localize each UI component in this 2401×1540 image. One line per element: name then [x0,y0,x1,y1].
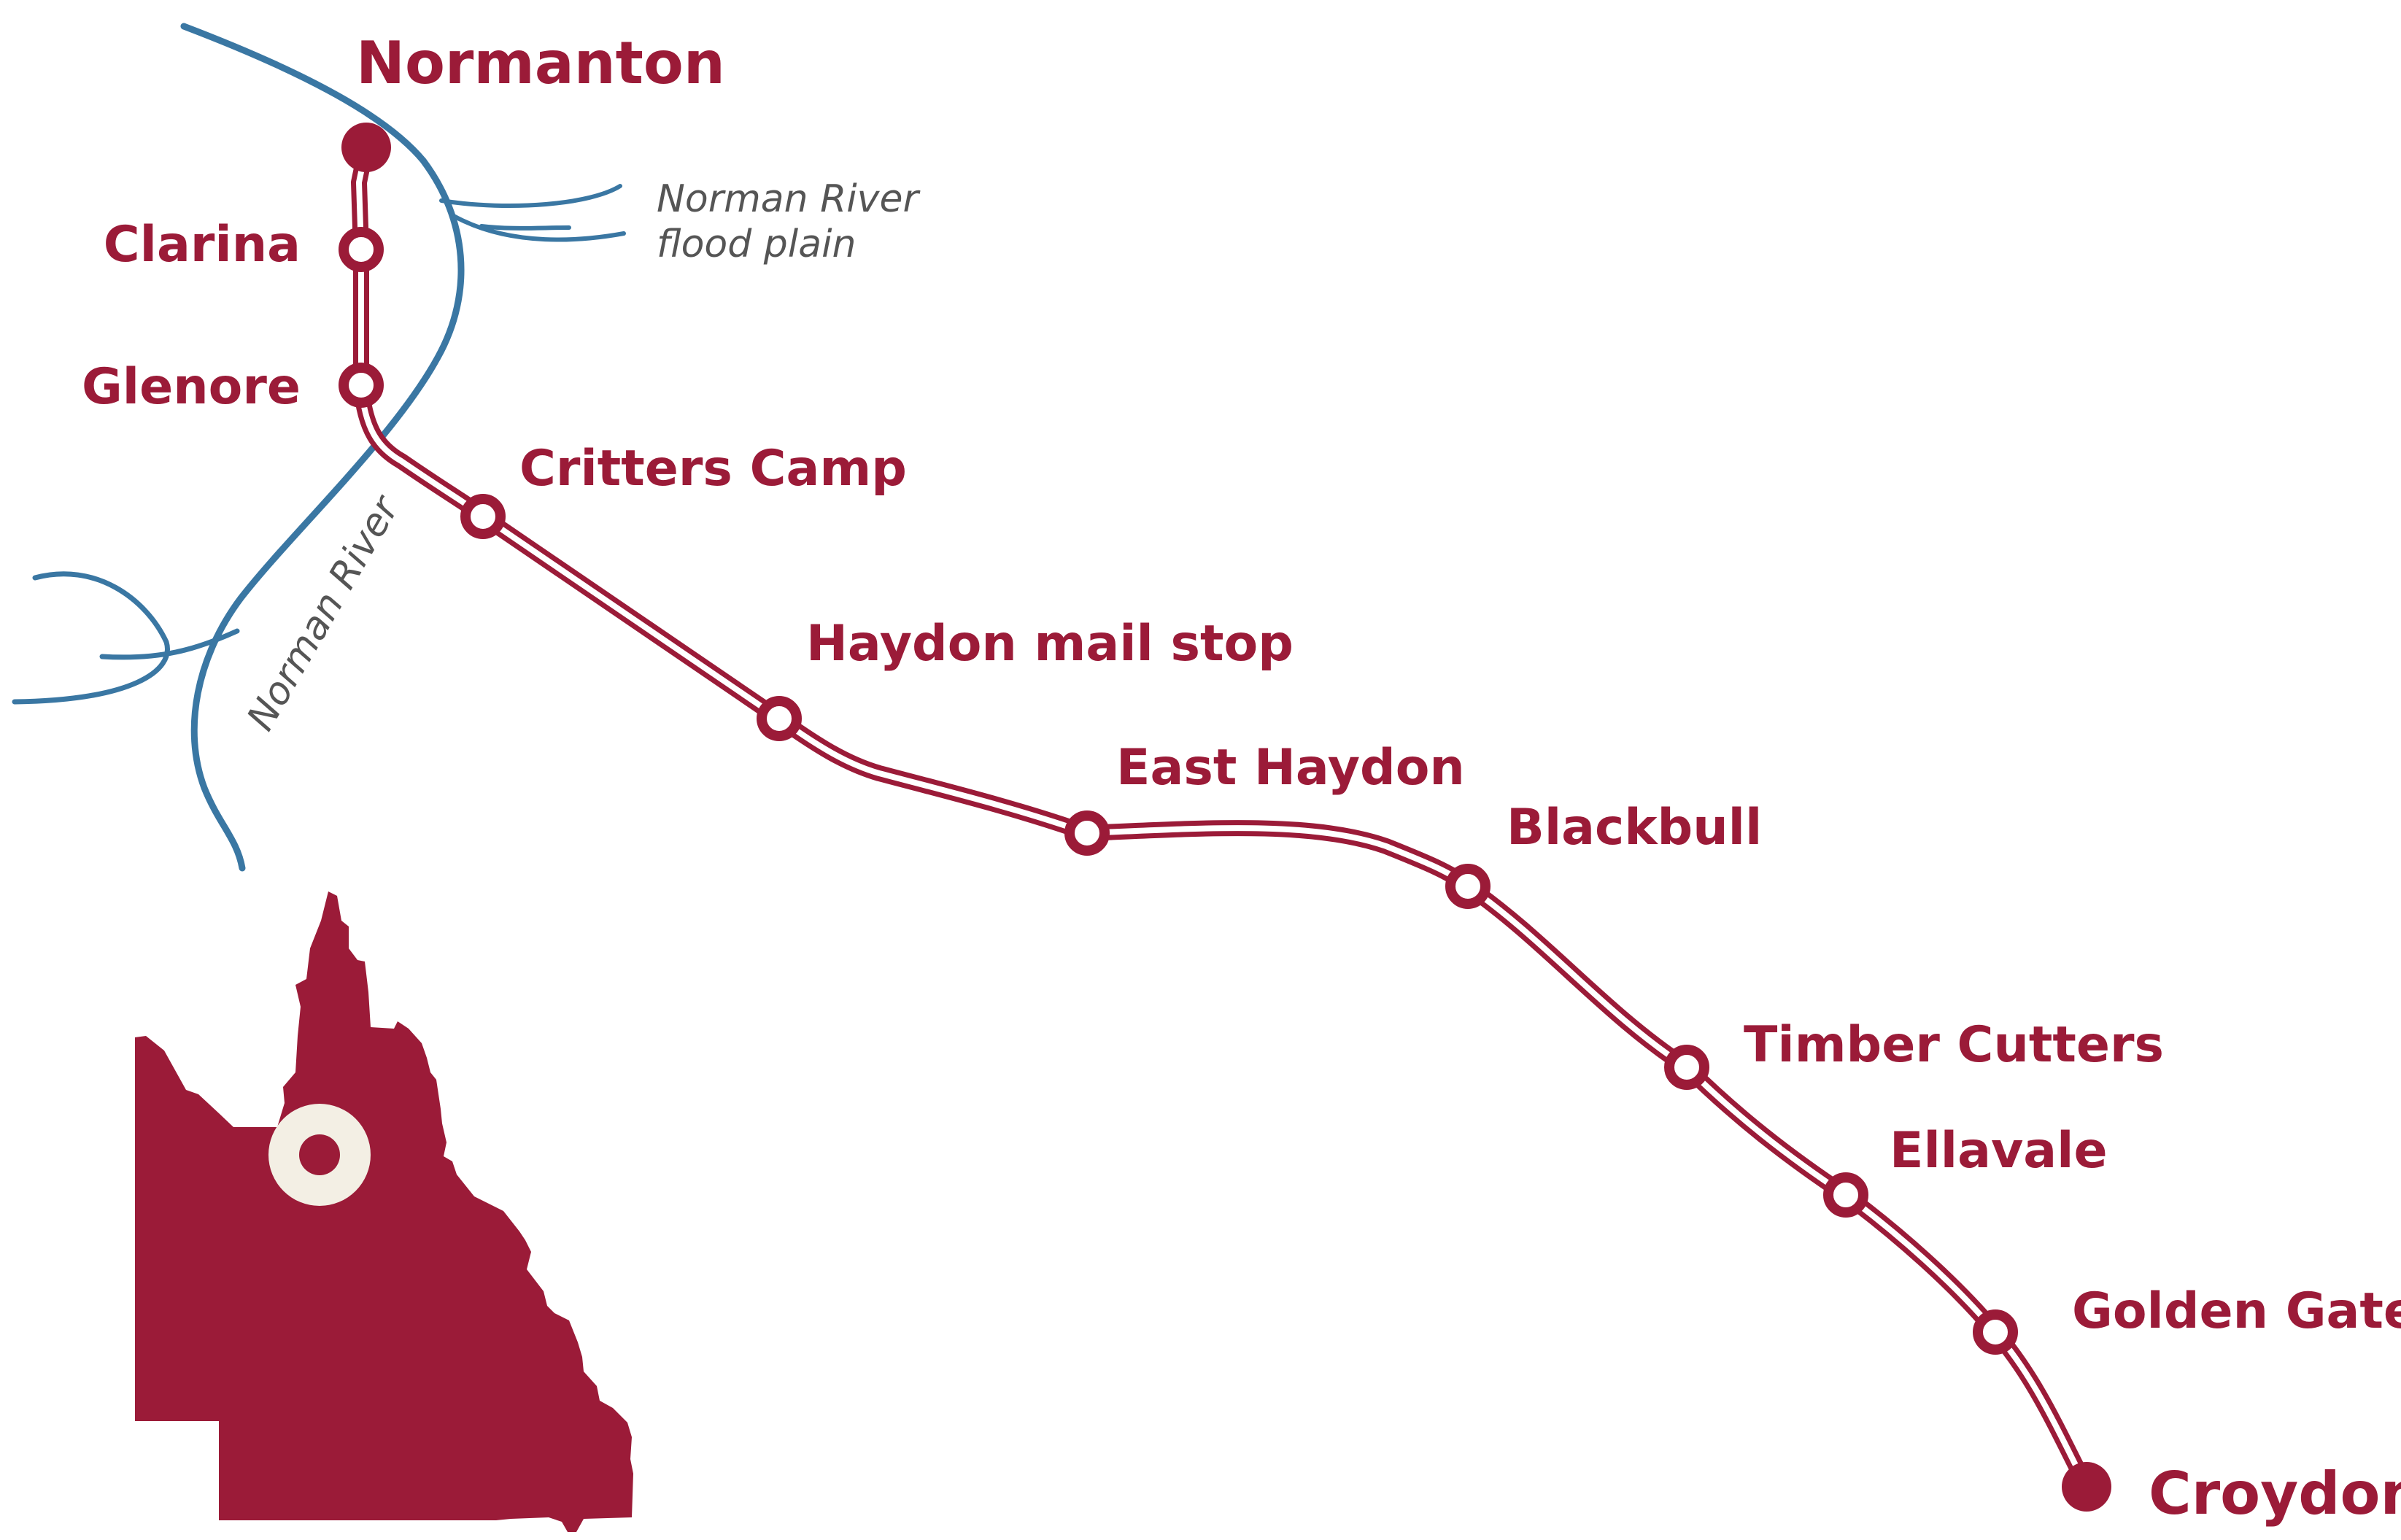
station-label-clarina: Clarina [104,216,301,274]
railway-track-outer [351,139,2095,1495]
station-marker-croydon [2062,1462,2111,1512]
station-label-east-haydon: East Haydon [1116,739,1465,797]
station-marker-haydon-mail-stop [757,696,802,741]
flood-plain-channel-lower [450,213,626,242]
station-label-normanton: Normanton [356,29,725,97]
station-marker-clarina [339,227,384,272]
queensland-outline-icon [135,891,633,1532]
station-marker-ellavale [1823,1172,1868,1218]
railway-track-inner [356,144,2089,1490]
station-marker-east-haydon [1064,810,1110,856]
western-tributary-loop [12,571,240,705]
queensland-inset-map [135,891,633,1532]
norman-river-main-channel [180,23,465,872]
river-label-flood-plain-line2: flood plain [657,223,856,266]
station-label-croydon: Croydon [2149,1460,2401,1528]
river-label-norman-river: Norman River [239,487,409,738]
station-marker-blackbull [1445,864,1491,909]
station-marker-golden-gate [1973,1309,2018,1355]
station-marker-critters-camp [460,494,506,539]
station-marker-normanton [341,123,391,172]
station-label-haydon-mail-stop: Haydon mail stop [806,615,1294,673]
station-markers [339,123,2111,1512]
flood-plain-channel-upper [439,184,622,209]
station-label-glenore: Glenore [82,358,301,416]
station-label-ellavale: Ellavale [1890,1122,2108,1180]
station-marker-glenore [339,363,384,408]
flood-plain-channel-middle [479,224,571,231]
station-labels: Normanton Clarina Glenore Critters Camp … [82,29,2401,1528]
station-label-critters-camp: Critters Camp [519,440,907,498]
station-label-timber-cutters: Timber Cutters [1744,1016,2164,1074]
station-label-golden-gate: Golden Gate [2072,1282,2401,1340]
locator-target-center [299,1134,340,1175]
station-label-blackbull: Blackbull [1507,799,1762,856]
norman-river-system [12,23,626,872]
river-label-flood-plain-line1: Norman River [657,177,921,221]
railway-line [351,139,2095,1495]
station-marker-timber-cutters [1664,1045,1709,1090]
